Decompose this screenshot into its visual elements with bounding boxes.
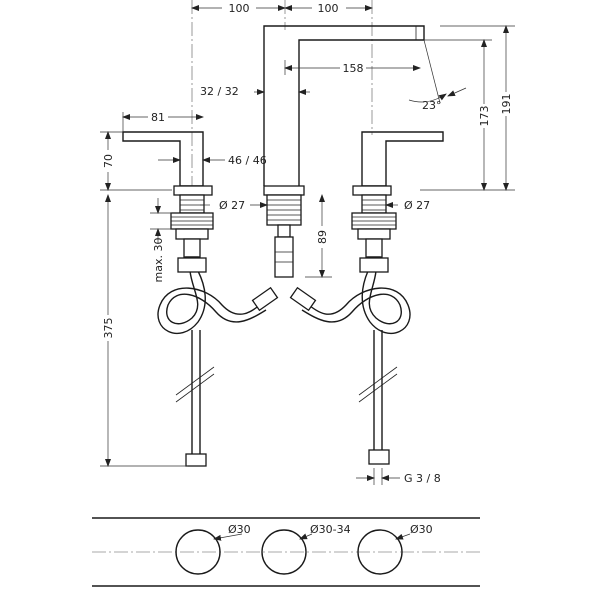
height-191-label: 191: [500, 94, 513, 115]
spout-reach-label: 158: [343, 62, 364, 75]
spacing-right-label: 100: [318, 2, 339, 15]
length-375-label: 375: [102, 318, 115, 339]
left-hose-loop: [157, 270, 267, 467]
dia-27-left-label: Ø 27: [219, 199, 245, 212]
handle-46-label: 46 / 46: [228, 154, 267, 167]
spout-angle-dimension: 23°: [408, 39, 467, 112]
handle-70-label: 70: [102, 154, 115, 168]
deck-hole-left-label: Ø30: [228, 523, 251, 536]
diameter-27-right: Ø 27: [385, 199, 430, 212]
max-30-label: max. 30: [152, 238, 165, 283]
deck-hole-center-label: Ø30-34: [310, 523, 351, 536]
height-dimensions: 173 191: [420, 25, 515, 191]
right-handle: [352, 131, 444, 196]
deck-hole-right-label: Ø30: [410, 523, 433, 536]
thread-label: G 3 / 8: [404, 472, 441, 485]
handle-46-dimension: 46 / 46: [158, 154, 267, 167]
diameter-27-left: Ø 27: [200, 199, 268, 212]
deck-plan: Ø30 Ø30-34 Ø30: [92, 517, 480, 587]
deck-hole-center: [261, 529, 307, 575]
dia-27-right-label: Ø 27: [404, 199, 430, 212]
break-lines: [175, 366, 398, 403]
handle-width-dimension: 81: [122, 110, 204, 132]
depth-89-label: 89: [316, 230, 329, 244]
left-handle: [122, 131, 213, 196]
thread-dimension: G 3 / 8: [356, 468, 441, 485]
spout: [263, 25, 425, 186]
max-30-dimension: max. 30: [150, 198, 172, 282]
cartridge-label: 32 / 32: [200, 85, 239, 98]
deck-hole-right: [357, 529, 403, 575]
deck-hole-left: [175, 529, 221, 575]
depth-89-dimension: 89: [305, 194, 332, 278]
right-hose-loop: [301, 270, 411, 465]
spout-reach-dimension: 158: [284, 60, 421, 75]
spout-base: [263, 185, 305, 196]
cartridge-dimension: 32 / 32: [200, 85, 310, 98]
handle-70-dimension: 70: [100, 131, 172, 191]
spacing-left-label: 100: [229, 2, 250, 15]
hose-connectors: [177, 257, 389, 312]
center-valve-body: [266, 194, 302, 278]
spacing-dimension: 100 100: [191, 1, 373, 15]
length-375-dimension: 375: [100, 194, 188, 467]
spout-angle-label: 23°: [422, 99, 442, 112]
handle-81-label: 81: [151, 111, 165, 124]
height-173-label: 173: [478, 106, 491, 127]
